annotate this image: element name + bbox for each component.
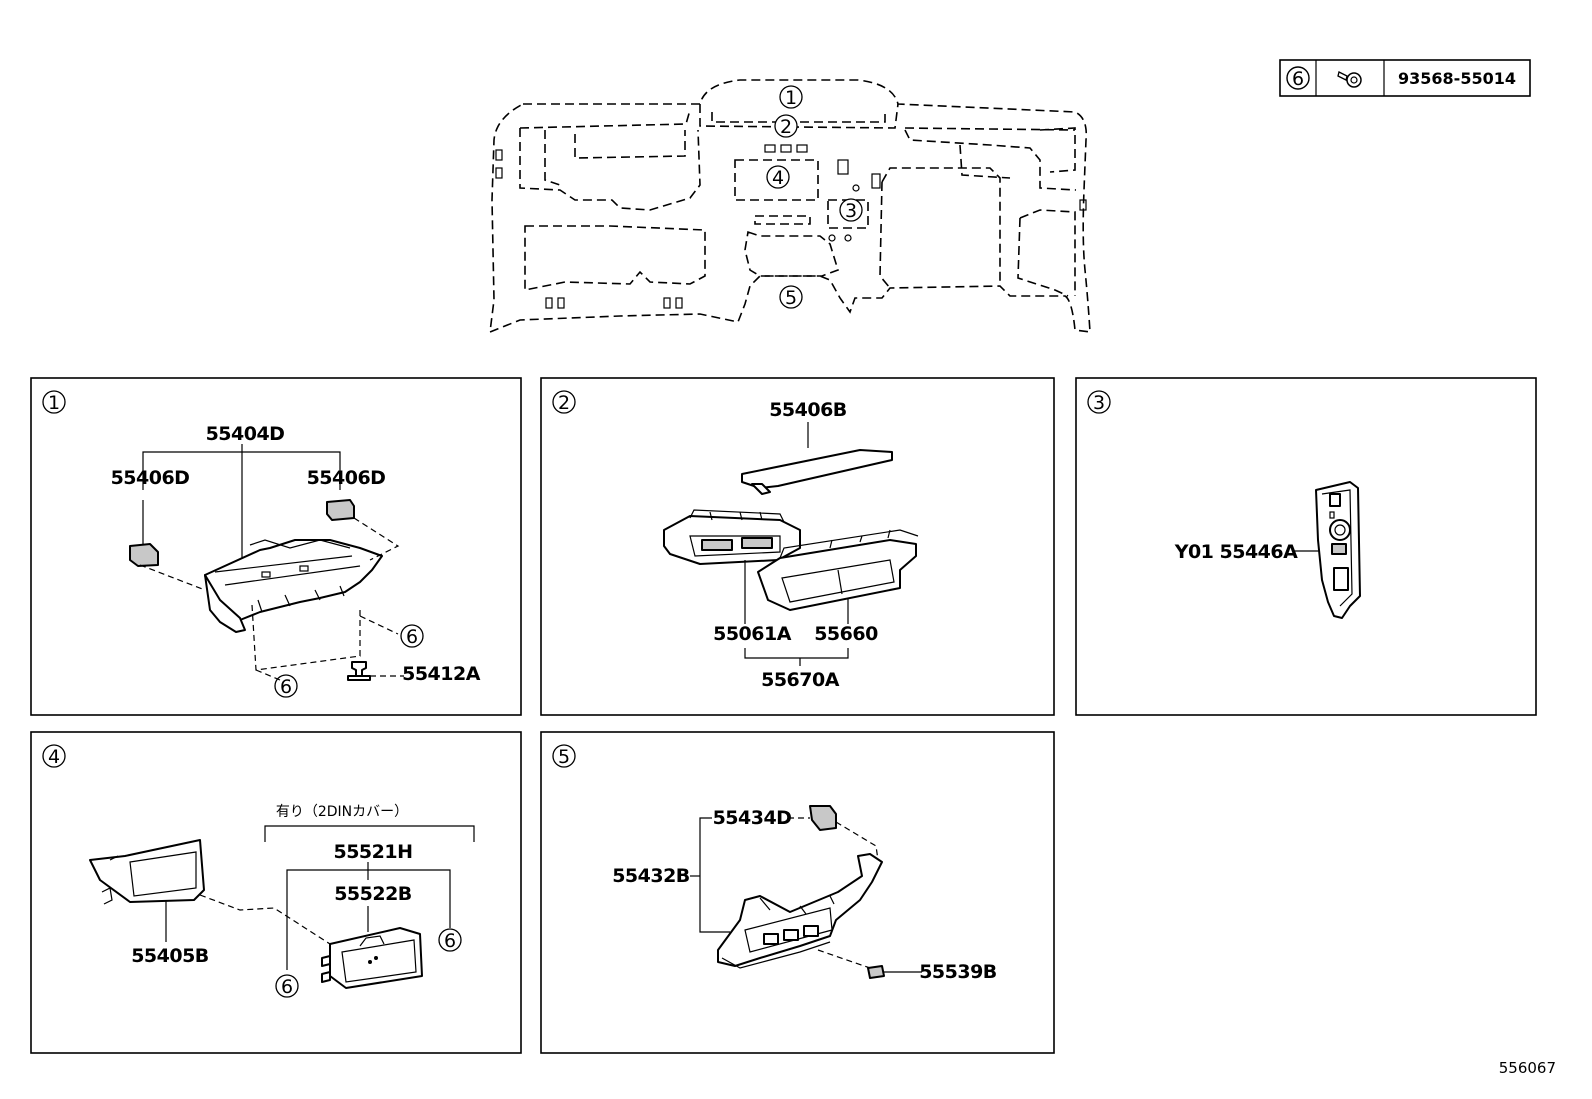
part-55539B: 55539B (919, 961, 997, 983)
part-55670A: 55670A (761, 669, 840, 691)
part-55522B: 55522B (334, 883, 412, 905)
panel-5-frame (540, 731, 1055, 1054)
part-55061A: 55061A (713, 623, 792, 645)
part-Y01-55446A: Y01 55446A (1174, 541, 1298, 563)
part-55406D-right: 55406D (307, 467, 386, 489)
fastener-part-number: 93568-55014 (1398, 69, 1516, 88)
panel-4-ref-b: 6 (281, 976, 293, 998)
svg-text:4: 4 (772, 167, 784, 189)
overview-callout-5: 5 (779, 285, 803, 309)
svg-text:5: 5 (785, 287, 797, 309)
panel-3-frame (1075, 377, 1537, 716)
part-55406D-left: 55406D (111, 467, 190, 489)
overview-callout-4: 4 (766, 165, 790, 189)
panel-1-ref-a: 6 (406, 626, 418, 648)
diagram-reference-number: 556067 (1499, 1059, 1556, 1077)
part-55412A: 55412A (402, 663, 481, 685)
dashboard-overview: 1 2 3 4 5 (489, 79, 1091, 334)
svg-text:3: 3 (845, 200, 857, 222)
overview-callout-3: 3 (839, 198, 863, 222)
panel-3-number: 3 (1093, 392, 1105, 414)
panel-5-number: 5 (558, 746, 570, 768)
overview-callout-1: 1 (779, 85, 803, 109)
panel-2-frame (540, 377, 1055, 716)
svg-text:2: 2 (780, 116, 792, 138)
panel-3: 3 Y01 55446A (1087, 390, 1361, 619)
part-55406B: 55406B (769, 399, 847, 421)
panel-4-frame (30, 731, 522, 1054)
panel-2: 2 55406B 55061A 55660 55670A (552, 390, 919, 691)
panel-1-ref-b: 6 (280, 676, 292, 698)
fastener-key-circle (1286, 66, 1310, 90)
screw-icon (1337, 71, 1362, 88)
fastener-table: 6 93568-55014 (1279, 59, 1531, 97)
part-55660: 55660 (814, 623, 878, 645)
panel-1-number: 1 (48, 392, 60, 414)
part-55404D: 55404D (206, 423, 285, 445)
part-55432B: 55432B (612, 865, 690, 887)
panel-1-frame (30, 377, 522, 716)
panel-4-ref-a: 6 (444, 930, 456, 952)
part-55405B: 55405B (131, 945, 209, 967)
overview-callout-2: 2 (774, 114, 798, 138)
panel-2-number: 2 (558, 392, 570, 414)
part-55434D: 55434D (713, 807, 792, 829)
panel-4-number: 4 (48, 746, 60, 768)
panel-1: 1 55404D 55406D 55406D 55412A (42, 390, 481, 698)
part-55521H: 55521H (333, 841, 412, 863)
panel-5: 5 55434D 55432B 55539B (552, 744, 997, 983)
fastener-key: 6 (1292, 68, 1304, 90)
panel-4: 4 有り（2DINカバー） 55405B 55521H 55522B 6 6 (42, 744, 475, 998)
svg-text:1: 1 (785, 87, 797, 109)
panel-4-note: 有り（2DINカバー） (276, 804, 408, 820)
